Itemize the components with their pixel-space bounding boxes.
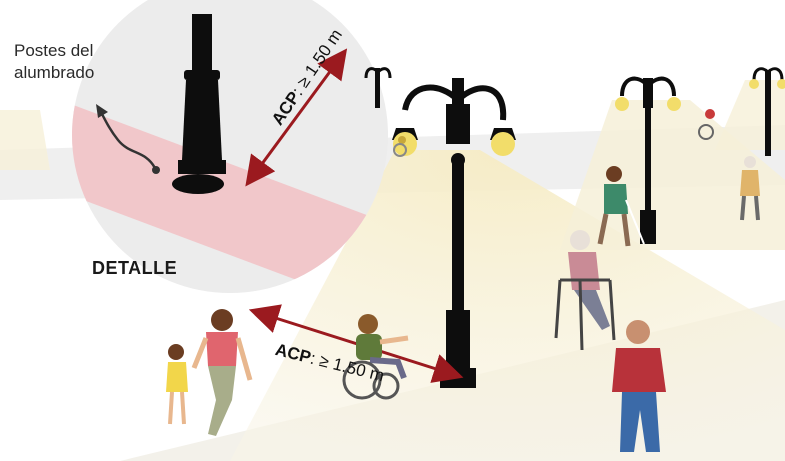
wheelchair-user-icon [342,314,409,400]
curved-arrow-icon [96,104,160,174]
street-lamp-icon [615,76,681,244]
pedestrian-icon [191,309,253,436]
detail-label: DETALLE [92,258,178,278]
wheelchair-user-icon [393,136,407,157]
poles-label-line1: Postes del [14,41,94,60]
detail-circle [72,0,388,293]
street-lamp-icon [364,67,392,108]
elder-icon [740,156,760,221]
pole-base-icon [172,14,226,194]
wheelchair-user-icon [698,109,715,140]
poles-label: Postes del alumbrado [14,40,154,84]
child-icon [166,344,188,425]
curb-strip [72,100,380,293]
walker-user-icon [554,230,616,351]
elder-icon [612,320,666,452]
poles-label-line2: alumbrado [14,63,95,82]
white-cane-user-icon [597,166,645,247]
street-lamp-icon [749,67,785,156]
acp-arrow-upper [245,48,348,187]
